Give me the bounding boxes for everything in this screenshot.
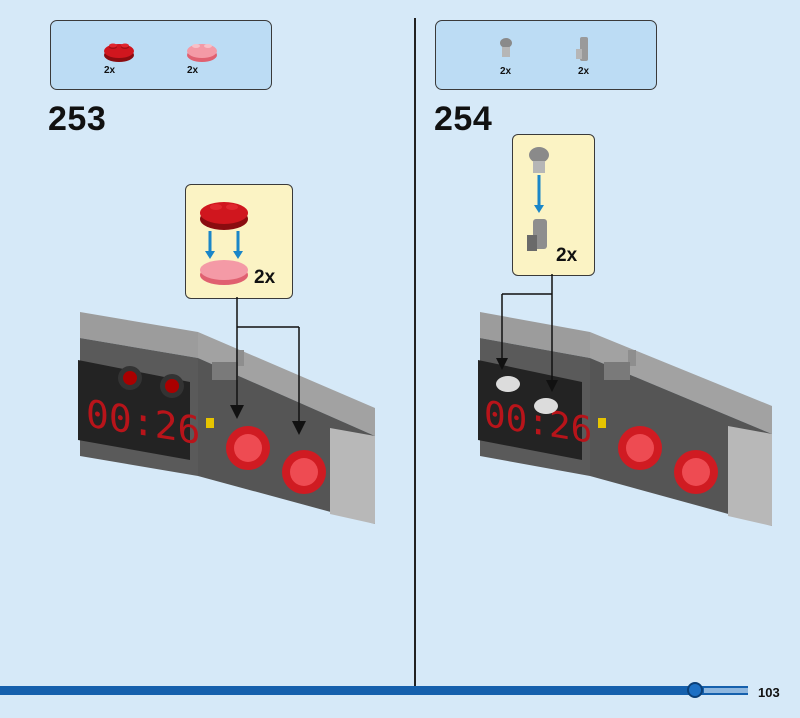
- step-number-254: 254: [434, 100, 493, 138]
- page-divider: [414, 18, 416, 686]
- part-qty: 2x: [578, 66, 590, 77]
- page-number: 103: [758, 685, 780, 700]
- assembly-arrows-253: [230, 297, 306, 435]
- part-qty: 2x: [187, 65, 199, 76]
- parts-list-step-253: 2x 2x: [50, 20, 272, 90]
- plate-stack-icon: [200, 202, 248, 285]
- progress-knob-icon: [687, 682, 703, 698]
- gray-bar-holder-icon: [500, 38, 512, 57]
- progress-bar: [0, 686, 748, 695]
- sub-assembly-callout-253: 2x: [185, 184, 293, 299]
- assembly-model-253: 00:26: [78, 312, 375, 524]
- callout-qty: 2x: [556, 245, 578, 266]
- parts-list-step-254: 2x 2x: [435, 20, 657, 90]
- sub-assembly-callout-254: 2x: [512, 134, 595, 276]
- bar-clip-stack-icon: [527, 147, 549, 251]
- step-number-253: 253: [48, 100, 107, 138]
- progress-bar-remaining: [704, 688, 748, 693]
- assembly-model-254: 00:26: [478, 312, 772, 526]
- gray-clip-icon: [576, 37, 588, 61]
- trans-red-round-plate-icon: [187, 44, 217, 62]
- part-qty: 2x: [500, 66, 512, 77]
- assembly-arrows-254: [496, 274, 558, 392]
- red-round-plate-icon: [104, 43, 134, 62]
- callout-qty: 2x: [254, 267, 276, 288]
- part-qty: 2x: [104, 65, 116, 76]
